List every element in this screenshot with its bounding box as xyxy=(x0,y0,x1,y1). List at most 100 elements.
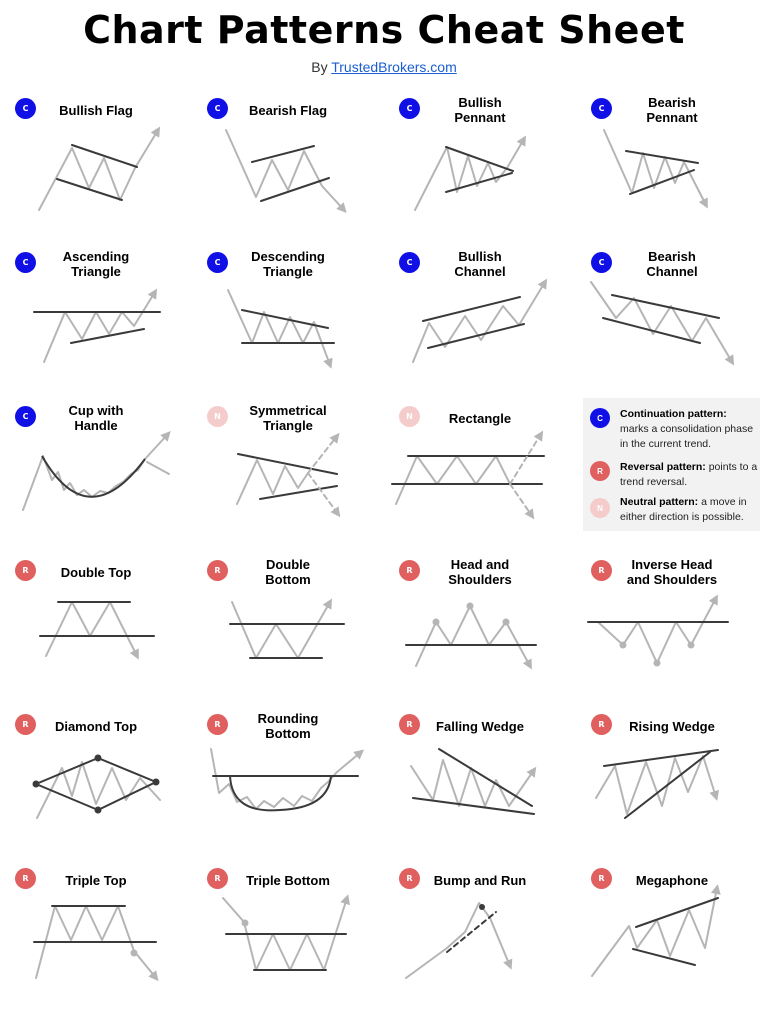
pattern-type-badge: C xyxy=(399,252,420,273)
pattern-name-text: Cup with Handle xyxy=(68,403,124,433)
trend-line xyxy=(611,294,720,319)
pattern-falling-wedge: R Falling Wedge xyxy=(384,708,576,862)
pattern-type-badge: R xyxy=(591,868,612,889)
pattern-name-text: Falling Wedge xyxy=(436,718,524,734)
pattern-diamond-top: R Diamond Top xyxy=(0,708,192,862)
price-line xyxy=(236,459,309,505)
pattern-diagram xyxy=(39,601,155,660)
pivot-point xyxy=(502,618,510,626)
pivot-point xyxy=(130,949,138,957)
trend-line xyxy=(602,317,701,344)
pattern-name: Bearish Pennant xyxy=(612,94,732,126)
price-line xyxy=(36,761,161,819)
price-line xyxy=(227,289,333,369)
pattern-name-text: Double Bottom xyxy=(265,557,311,587)
pattern-diagram xyxy=(236,432,341,518)
pattern-name: Ascending Triangle xyxy=(36,248,156,280)
pattern-name-text: Diamond Top xyxy=(54,718,138,734)
pattern-diagram xyxy=(412,278,548,363)
trend-line xyxy=(427,323,525,349)
source-link[interactable]: TrustedBrokers.com xyxy=(331,59,457,75)
pattern-name-text: Megaphone xyxy=(635,872,709,888)
trend-line xyxy=(259,485,338,500)
pattern-name-text: Rising Wedge xyxy=(629,718,715,734)
byline-prefix: By xyxy=(311,59,332,75)
price-line xyxy=(45,601,139,660)
pattern-diagram xyxy=(210,748,365,812)
pattern-type-badge: R xyxy=(399,560,420,581)
pattern-type-badge: C xyxy=(207,252,228,273)
trend-line xyxy=(624,751,711,819)
price-line xyxy=(210,748,338,810)
price-line xyxy=(414,135,527,211)
trend-line xyxy=(632,948,696,966)
price-line xyxy=(395,455,511,505)
pattern-name: Inverse Head and Shoulders xyxy=(612,556,732,588)
pattern-type-badge: R xyxy=(207,714,228,735)
pivot-point xyxy=(94,754,102,762)
pattern-type-badge: C xyxy=(591,252,612,273)
pattern-name-text: Head and Shoulders xyxy=(448,557,512,587)
pattern-name: Rounding Bottom xyxy=(228,710,348,742)
price-line xyxy=(509,430,544,485)
pattern-head-and-shoulders: R Head and Shoulders xyxy=(384,554,576,708)
pattern-name: Symmetrical Triangle xyxy=(228,402,348,434)
price-line xyxy=(412,278,548,363)
trend-line xyxy=(445,146,514,172)
trend-line xyxy=(260,177,330,202)
pattern-name-text: Ascending Triangle xyxy=(62,249,130,279)
pattern-name: Bullish Flag xyxy=(36,94,156,126)
pattern-diagram xyxy=(591,884,721,977)
pattern-type-badge: N xyxy=(207,406,228,427)
price-line xyxy=(590,281,735,366)
trend-line xyxy=(422,296,521,322)
pattern-diagram xyxy=(38,126,161,211)
pattern-name: Bullish Channel xyxy=(420,248,540,280)
pattern-name: Falling Wedge xyxy=(420,710,540,742)
pattern-type-badge: R xyxy=(399,714,420,735)
pattern-type-badge: R xyxy=(15,714,36,735)
legend-badge-reversal: R xyxy=(590,461,610,481)
price-line xyxy=(225,129,347,213)
legend-text-neutral: Neutral pattern: a move in either direct… xyxy=(620,495,758,525)
pattern-name: Rectangle xyxy=(420,402,540,434)
price-line xyxy=(146,461,170,475)
pivot-point xyxy=(432,618,440,626)
pivot-point xyxy=(241,919,249,927)
legend-box: C Continuation pattern: marks a consolid… xyxy=(583,398,760,531)
pivot-point xyxy=(466,602,474,610)
pattern-name-text: Bearish Flag xyxy=(248,102,328,118)
pattern-name: Descending Triangle xyxy=(228,248,348,280)
pattern-type-badge: C xyxy=(15,406,36,427)
price-line xyxy=(222,894,350,971)
pattern-name-text: Symmetrical Triangle xyxy=(249,403,327,433)
pattern-diagram xyxy=(587,594,729,667)
page-title: Chart Patterns Cheat Sheet xyxy=(83,8,685,52)
pattern-diagram xyxy=(405,602,537,670)
price-line xyxy=(144,431,171,460)
pattern-name-text: Bullish Channel xyxy=(454,249,506,279)
pattern-diagram xyxy=(590,281,735,366)
pivot-point xyxy=(479,904,485,910)
pattern-type-badge: R xyxy=(207,560,228,581)
pattern-diagram xyxy=(414,135,527,211)
trend-line xyxy=(241,309,329,329)
trend-line xyxy=(438,748,533,807)
trend-line xyxy=(603,749,719,767)
pattern-name-text: Double Top xyxy=(60,564,132,580)
pattern-double-bottom: R Double Bottom xyxy=(192,554,384,708)
price-line xyxy=(22,455,146,511)
trend-line xyxy=(625,150,699,164)
price-line xyxy=(307,432,340,474)
pattern-diagram xyxy=(603,129,708,209)
price-line xyxy=(231,598,332,659)
